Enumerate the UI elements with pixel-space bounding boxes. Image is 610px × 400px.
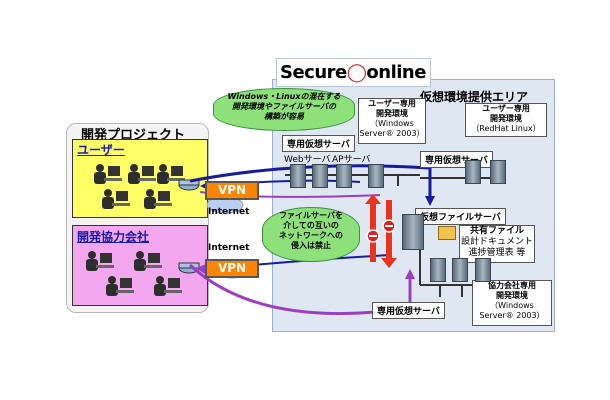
dedicated-server-label-right: 専用仮想サーバ <box>420 151 493 168</box>
server-icon <box>490 160 506 184</box>
server-icon <box>430 258 446 282</box>
file-server-callout: ファイルサーバを 介しての互いの ネットワークへの 侵入は禁止 <box>262 207 360 262</box>
env-line: 協力会社専用 <box>488 281 536 290</box>
brand-logo: Secure◯online <box>280 62 426 83</box>
blocked-arrows <box>365 194 397 268</box>
brand-box <box>276 58 431 87</box>
env-line: （RedHat Linux） <box>471 124 541 133</box>
ap-server-label: APサーバ <box>332 155 371 165</box>
person-icon <box>154 276 182 296</box>
dedicated-server-label-bottom: 専用仮想サーバ <box>372 302 445 319</box>
file-server-icon <box>402 214 424 250</box>
env-line: 開発環境 <box>376 109 408 118</box>
server-icon <box>336 164 352 188</box>
arrowhead-icon <box>405 269 415 279</box>
partner-windows-env-box: 協力会社専用 開発環境 （Windows Server® 2003） <box>472 280 552 326</box>
server-icon <box>312 164 328 188</box>
server-icon <box>452 258 468 282</box>
folder-icon <box>438 226 456 240</box>
env-line: ユーザー専用 <box>368 99 416 108</box>
person-icon <box>157 164 185 184</box>
vpn-badge-top: VPN <box>205 181 259 200</box>
internet-label-top: Internet <box>208 207 250 217</box>
person-icon <box>128 164 156 184</box>
router-icon <box>178 179 200 191</box>
callout-line: 介しての互いの <box>283 221 339 230</box>
env-line: 共有ファイル <box>469 226 524 236</box>
person-icon <box>102 189 130 209</box>
windows-linux-callout: Windows・Linuxの混在する 開発環境やファイルサーバの 構築が容易 <box>213 88 355 131</box>
vpn-badge-bottom: VPN <box>205 259 259 278</box>
server-icon <box>290 164 306 188</box>
brand-text-2: online <box>366 62 426 83</box>
person-icon <box>94 164 122 184</box>
user-linux-env-box: ユーザー専用 開発環境 （RedHat Linux） <box>465 103 547 137</box>
area-title: 仮想環境提供エリア <box>420 90 529 104</box>
user-windows-env-box: ユーザー専用 開発環境 （Windows Server® 2003） <box>358 98 426 144</box>
dedicated-server-label-left: 専用仮想サーバ <box>282 135 355 152</box>
env-line: 設計ドキュメント <box>460 237 533 247</box>
server-icon <box>475 258 491 282</box>
callout-line: 開発環境やファイルサーバの <box>232 102 336 111</box>
person-icon <box>106 276 134 296</box>
callout-line: 侵入は禁止 <box>291 241 331 250</box>
partner-group-label: 開発協力会社 <box>77 230 150 244</box>
env-line: ユーザー専用 <box>482 104 530 113</box>
person-icon <box>144 189 172 209</box>
arrowhead-icon <box>196 264 206 274</box>
brand-text: Secure <box>280 62 347 83</box>
user-group-label: ユーザー <box>77 143 125 157</box>
shared-file-box: 共有ファイル 設計ドキュメント 進捗管理表 等 <box>459 225 535 263</box>
callout-line: Windows・Linuxの混在する <box>227 92 341 101</box>
callout-line: 構築が容易 <box>264 112 304 121</box>
internet-label-bottom: Internet <box>208 243 250 253</box>
person-icon <box>86 251 114 271</box>
env-line: Server® 2003） <box>359 129 425 138</box>
web-server-label: Webサーバ <box>284 155 331 165</box>
arrowhead-icon <box>425 196 435 206</box>
callout-line: ファイルサーバを <box>279 211 343 220</box>
server-icon <box>368 164 384 188</box>
env-line: 開発環境 <box>496 291 528 300</box>
brand-o-icon: ◯ <box>346 62 367 83</box>
server-icon <box>465 160 481 184</box>
env-line: （Windows <box>490 301 534 310</box>
env-line: 開発環境 <box>490 114 522 123</box>
virtual-file-server-label: 仮想ファイルサーバ <box>415 208 506 225</box>
env-line: Server® 2003） <box>479 311 545 320</box>
env-line: 進捗管理表 等 <box>468 248 526 258</box>
env-line: （Windows <box>370 119 414 128</box>
person-icon <box>134 251 162 271</box>
callout-line: ネットワークへの <box>279 231 343 240</box>
